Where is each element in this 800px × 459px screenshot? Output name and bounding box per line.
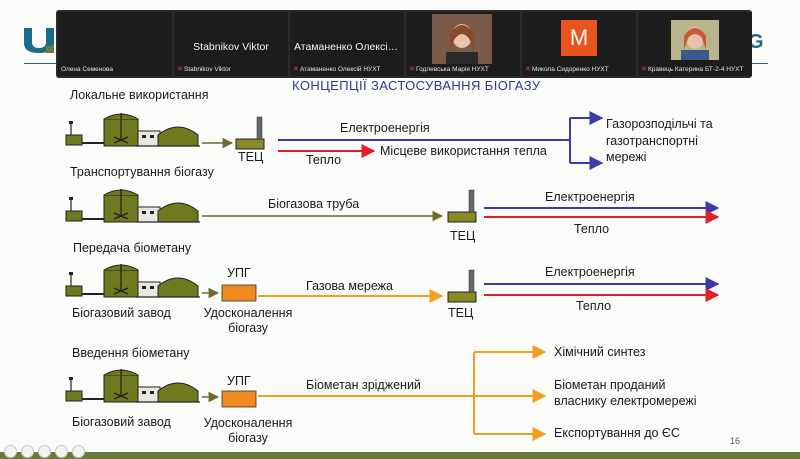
pen-tool-icon[interactable] (38, 445, 51, 458)
participant-tile[interactable]: ✕Кравець Катерина БТ-2-4 НУХТ (638, 12, 752, 76)
participant-tile[interactable]: Атаманенко Олексій... ✕Атаманенко Олексі… (290, 12, 404, 76)
tec-label-1: ТЕЦ (238, 150, 264, 164)
slide-title: КОНЦЕПЦІЇ ЗАСТОСУВАННЯ БІОГАЗУ (292, 78, 541, 93)
more-options-icon[interactable] (72, 445, 85, 458)
participant-video (432, 14, 492, 64)
video-participant-strip: Олена Семенова Stabnikov Viktor ✕Stabnik… (56, 10, 752, 78)
participant-tile[interactable]: M ✕Микола Сидоренко НУХТ (522, 12, 636, 76)
export-eu-label: Експортування до ЄС (554, 426, 680, 440)
gas-networks-line-2: газотранспортні (606, 134, 698, 148)
biogas-upgrade-label-2a: Удосконалення (203, 416, 293, 430)
heat-label-3: Тепло (576, 299, 612, 313)
biogas-upgrade-label-1b: біогазу (228, 321, 268, 335)
participant-caption: ✕Атаманенко Олексій НУХТ (293, 65, 381, 74)
local-heat-use-label: Місцеве використання тепла (380, 144, 547, 158)
mic-muted-icon: ✕ (641, 65, 647, 73)
participant-caption: ✕Микола Сидоренко НУХТ (525, 65, 609, 74)
electricity-label-1: Електроенергія (340, 121, 430, 135)
biogas-plant-label-2: Біогазовий завод (72, 415, 171, 429)
participant-caption: ✕Годлевська Марія НУХТ (409, 65, 489, 74)
slide-footer-bar (0, 452, 800, 459)
tec-label-2: ТЕЦ (450, 229, 476, 243)
section-biomethane-transfer: Передача біометану (73, 241, 192, 255)
gas-network-label: Газова мережа (306, 279, 393, 293)
participant-photo (671, 20, 719, 60)
chemical-synthesis-label: Хімічний синтез (554, 345, 646, 359)
prev-slide-icon[interactable] (4, 445, 17, 458)
mic-muted-icon: ✕ (177, 65, 183, 73)
participant-display-name: Атаманенко Олексій... (294, 41, 403, 53)
mic-muted-icon: ✕ (525, 65, 531, 73)
upg-label-1: УПГ (227, 266, 251, 280)
presentation-controls (4, 445, 85, 458)
mic-muted-icon: ✕ (293, 65, 299, 73)
gas-networks-line-1: Газорозподільчі та (606, 117, 713, 131)
mic-muted-icon: ✕ (409, 65, 415, 73)
participant-caption: ✕Stabnikov Viktor (177, 65, 231, 74)
biomethane-sold-line-2: власнику електромережі (554, 394, 697, 408)
section-local-use: Локальне використання (70, 88, 209, 102)
biogas-pipe-label: Біогазова труба (268, 197, 360, 211)
participant-tile[interactable]: Олена Семенова (58, 12, 172, 76)
participant-caption: ✕Кравець Катерина БТ-2-4 НУХТ (641, 65, 744, 74)
participant-caption: Олена Семенова (61, 66, 113, 73)
heat-label-2: Тепло (574, 222, 610, 236)
participant-display-name: Stabnikov Viktor (193, 41, 269, 53)
electricity-label-2: Електроенергія (545, 190, 635, 204)
gas-networks-line-3: мережі (606, 150, 647, 164)
zoom-icon[interactable] (55, 445, 68, 458)
electricity-label-3: Електроенергія (545, 265, 635, 279)
biogas-plant-label-1: Біогазовий завод (72, 306, 171, 320)
biomethane-sold-line-1: Біометан проданий (554, 378, 666, 392)
participant-tile[interactable]: ✕Годлевська Марія НУХТ (406, 12, 520, 76)
biogas-upgrade-label-1a: Удосконалення (203, 306, 293, 320)
upg-label-2: УПГ (227, 374, 251, 388)
page-number: 16 (730, 436, 741, 446)
university-logo (24, 28, 54, 53)
next-slide-icon[interactable] (21, 445, 34, 458)
biogas-upgrade-label-2b: біогазу (228, 431, 268, 445)
section-biomethane-injection: Введення біометану (72, 346, 190, 360)
section-transport: Транспортування біогазу (70, 165, 214, 179)
participant-tile[interactable]: Stabnikov Viktor ✕Stabnikov Viktor (174, 12, 288, 76)
liquefied-biomethane-label: Біометан зріджений (306, 378, 421, 392)
participant-avatar: M (561, 20, 597, 56)
heat-label-1: Тепло (306, 153, 342, 167)
tec-label-3: ТЕЦ (448, 306, 474, 320)
